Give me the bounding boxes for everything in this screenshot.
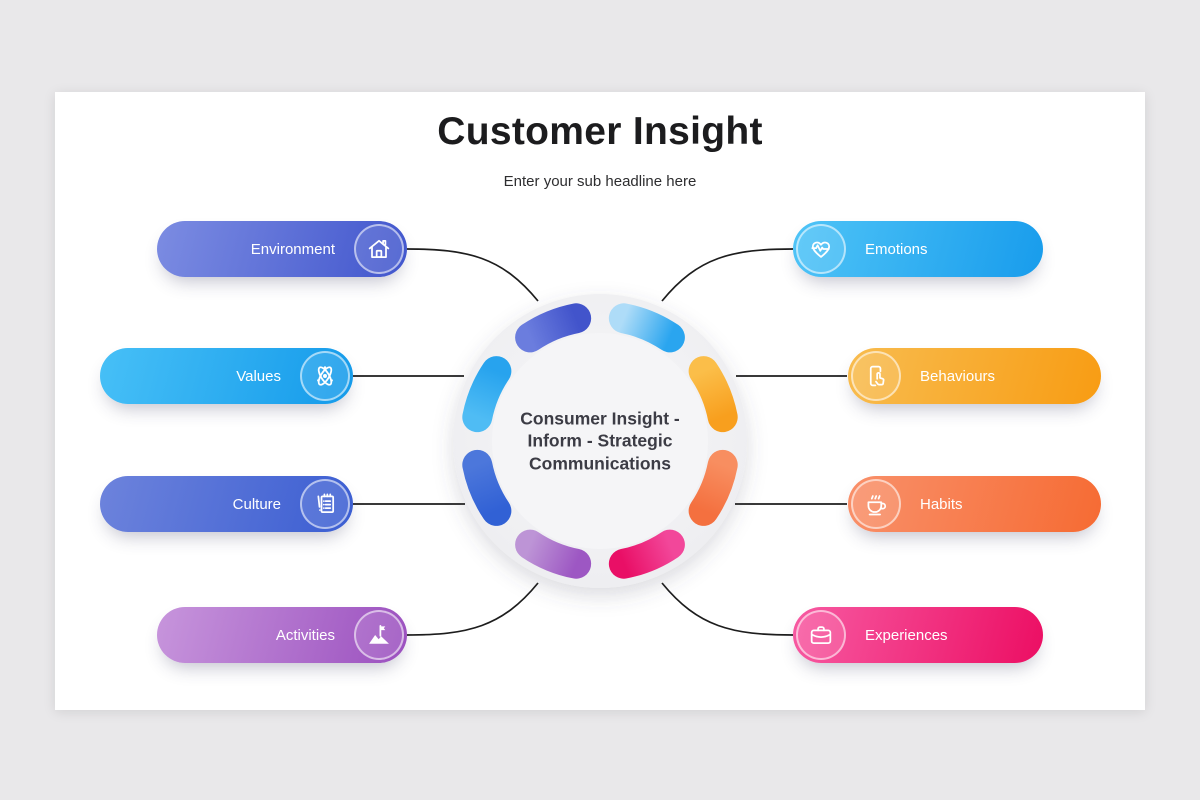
node-label: Environment	[250, 240, 335, 258]
node-label: Behaviours	[920, 367, 996, 385]
node-experiences[interactable]: Experiences	[793, 607, 1043, 663]
node-behaviours[interactable]: Behaviours	[848, 348, 1101, 404]
ring-segment-south-southwest	[515, 529, 592, 579]
node-values[interactable]: Values	[100, 348, 353, 404]
mountain-flag-icon	[354, 610, 404, 660]
ring-segment-east-southeast	[688, 449, 738, 526]
heart-pulse-icon	[796, 224, 846, 274]
node-activities[interactable]: Activities	[157, 607, 407, 663]
node-label: Habits	[920, 495, 963, 513]
node-label: Values	[236, 367, 281, 385]
center-hub[interactable]: Consumer Insight - Inform - Strategic Co…	[440, 281, 760, 601]
notepad-icon	[300, 479, 350, 529]
ring-segment-east-northeast	[688, 356, 738, 433]
ring-segment-north-northwest	[515, 303, 592, 353]
node-label: Activities	[275, 626, 335, 644]
house-icon	[354, 224, 404, 274]
atom-icon	[300, 351, 350, 401]
hub-label: Consumer Insight - Inform - Strategic Co…	[520, 408, 680, 474]
node-habits[interactable]: Habits	[848, 476, 1101, 532]
node-emotions[interactable]: Emotions	[793, 221, 1043, 277]
node-environment[interactable]: Environment	[157, 221, 407, 277]
ring-segment-north-northeast	[608, 303, 685, 353]
node-label: Emotions	[865, 240, 928, 258]
node-label: Experiences	[865, 626, 948, 644]
phone-tap-icon	[851, 351, 901, 401]
page-title: Customer Insight	[437, 110, 763, 153]
node-culture[interactable]: Culture	[100, 476, 353, 532]
coffee-cup-icon	[851, 479, 901, 529]
briefcase-icon	[796, 610, 846, 660]
ring-segment-west-southwest	[462, 449, 512, 526]
page-subtitle: Enter your sub headline here	[503, 173, 697, 190]
ring-segment-west-northwest	[462, 356, 512, 433]
ring-segment-south-southeast	[608, 529, 685, 579]
hub-inner-disc	[492, 333, 708, 549]
node-label: Culture	[232, 495, 281, 513]
